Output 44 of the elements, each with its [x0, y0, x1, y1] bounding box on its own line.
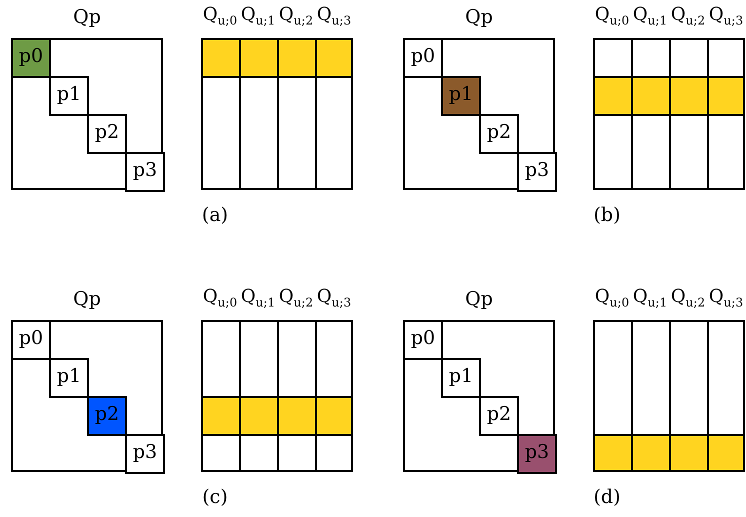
column-label: Q$_{u;2}$ — [670, 4, 706, 28]
block-cell: p2 — [479, 396, 519, 436]
matrix-title: Qp — [465, 6, 493, 28]
column-label: Q$_{u;3}$ — [316, 286, 352, 310]
block-cell: p0 — [11, 320, 51, 360]
block-cell: p3 — [125, 434, 165, 474]
column-label: Q$_{u;0}$ — [202, 4, 238, 28]
matrix-title: Qp — [73, 6, 101, 28]
block-cell: p0 — [403, 320, 443, 360]
column-label: Q$_{u;0}$ — [594, 4, 630, 28]
panel-caption: (c) — [202, 486, 228, 508]
panel-caption: (d) — [594, 486, 620, 508]
block-cell: p1 — [49, 76, 89, 116]
column-label: Q$_{u;2}$ — [278, 4, 314, 28]
block-cell: p3 — [125, 152, 165, 192]
block-cell: p2 — [87, 114, 127, 154]
block-cell: p1 — [441, 358, 481, 398]
column-label: Q$_{u;2}$ — [278, 286, 314, 310]
column-label: Q$_{u;1}$ — [240, 286, 276, 310]
column-label: Q$_{u;3}$ — [316, 4, 352, 28]
panel-caption: (a) — [202, 204, 228, 226]
block-cell: p2 — [479, 114, 519, 154]
column-label: Q$_{u;1}$ — [240, 4, 276, 28]
block-cell: p1 — [441, 76, 481, 116]
column-label: Q$_{u;0}$ — [594, 286, 630, 310]
matrix — [201, 320, 353, 472]
matrix — [201, 38, 353, 190]
column-label: Q$_{u;1}$ — [632, 286, 668, 310]
block-cell: p1 — [49, 358, 89, 398]
block-cell: p0 — [403, 38, 443, 78]
matrix-title: Qp — [465, 288, 493, 310]
matrix-title: Qp — [73, 288, 101, 310]
column-label: Q$_{u;0}$ — [202, 286, 238, 310]
column-label: Q$_{u;3}$ — [708, 286, 744, 310]
block-cell: p3 — [517, 152, 557, 192]
matrix — [593, 320, 745, 472]
block-cell: p0 — [11, 38, 51, 78]
column-label: Q$_{u;1}$ — [632, 4, 668, 28]
column-label: Q$_{u;3}$ — [708, 4, 744, 28]
column-label: Q$_{u;2}$ — [670, 286, 706, 310]
block-cell: p2 — [87, 396, 127, 436]
panel-caption: (b) — [594, 204, 620, 226]
block-cell: p3 — [517, 434, 557, 474]
matrix — [593, 38, 745, 190]
